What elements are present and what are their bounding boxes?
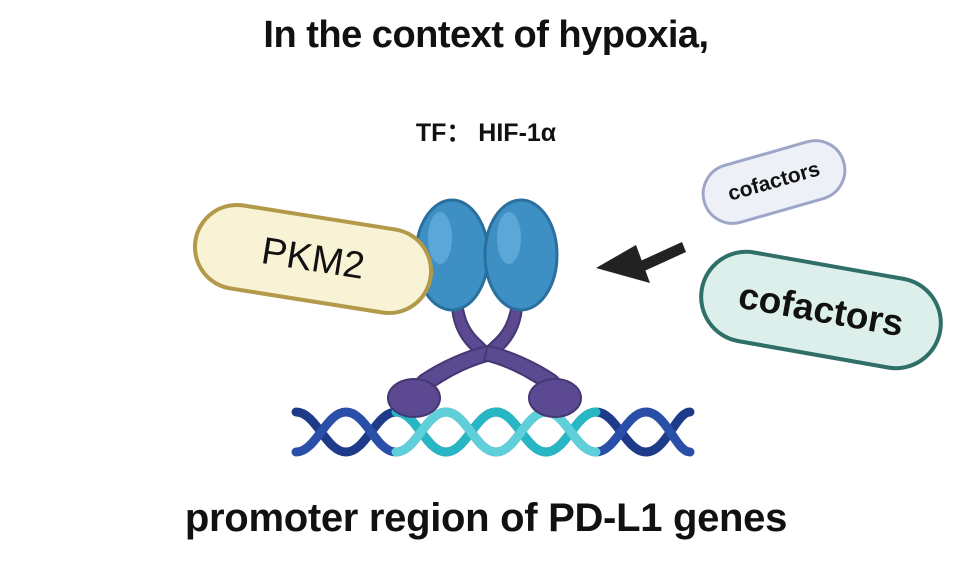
cofactors-large-label: cofactors bbox=[735, 274, 907, 345]
cofactors-small-label: cofactors bbox=[725, 157, 823, 206]
transcription-factor-label: TF： HIF-1α bbox=[415, 119, 557, 147]
dna-promoter-teal-1 bbox=[391, 407, 601, 457]
hif1a-binding-domain bbox=[387, 300, 582, 418]
figure-title: In the context of hypoxia, bbox=[263, 14, 709, 56]
protein-subunit-right bbox=[483, 198, 559, 312]
interaction-arrow bbox=[596, 242, 686, 283]
arrow-head bbox=[596, 245, 650, 283]
hif1a-protein-subunits bbox=[414, 198, 559, 312]
arrow-shaft bbox=[636, 242, 686, 273]
pkm2-label: PKM2 bbox=[258, 229, 368, 288]
dna-helix bbox=[291, 407, 695, 457]
dna-binding-foot-left bbox=[387, 378, 441, 418]
dna-promoter-teal-2 bbox=[391, 407, 601, 457]
promoter-caption: promoter region of PD-L1 genes bbox=[184, 496, 788, 540]
dna-binding-foot-right bbox=[528, 378, 582, 418]
